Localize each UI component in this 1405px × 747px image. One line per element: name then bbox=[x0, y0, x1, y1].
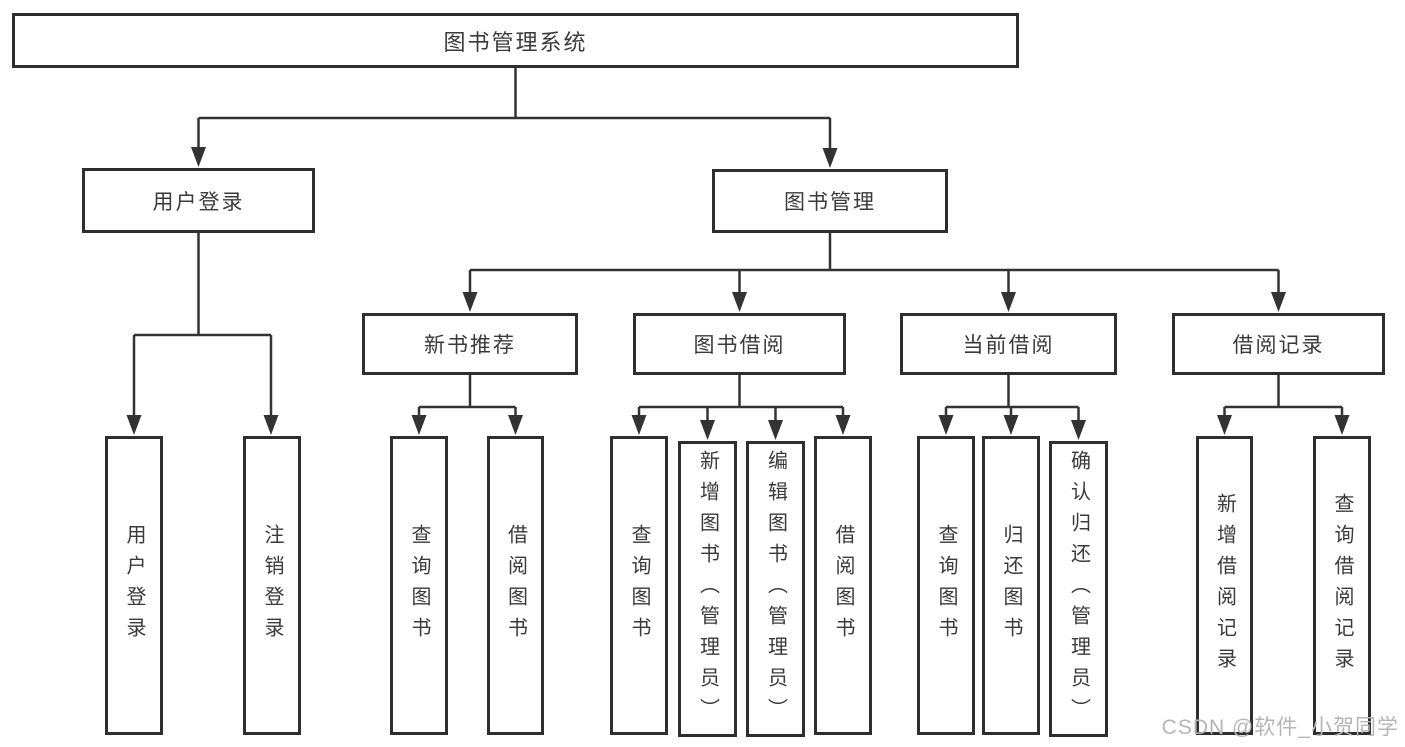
leaf-br-query-record: 查询借阅记录 bbox=[1313, 436, 1371, 735]
node-book-borrowing-label: 图书借阅 bbox=[693, 334, 786, 357]
leaf-bb-edit-books-admin-label: 编辑图书（管理员） bbox=[764, 449, 787, 729]
leaf-cb-return-books-label: 归还图书 bbox=[1000, 523, 1022, 648]
node-new-book-recommend: 新书推荐 bbox=[362, 313, 578, 375]
leaf-cb-query-books-label: 查询图书 bbox=[935, 523, 957, 648]
leaf-bb-borrow-books: 借阅图书 bbox=[814, 436, 872, 735]
leaf-nbr-query-books-label: 查询图书 bbox=[408, 523, 430, 648]
node-root-label: 图书管理系统 bbox=[443, 29, 588, 55]
node-current-borrowing: 当前借阅 bbox=[900, 313, 1117, 375]
connector-borrow-records-to-leaves bbox=[1217, 375, 1350, 435]
node-current-borrowing-label: 当前借阅 bbox=[962, 334, 1055, 357]
leaf-user-login: 用户登录 bbox=[105, 436, 163, 735]
leaf-cb-query-books: 查询图书 bbox=[917, 436, 975, 735]
node-user-login-label: 用户登录 bbox=[152, 190, 245, 214]
arrowhead bbox=[508, 415, 523, 435]
arrowhead bbox=[462, 292, 478, 312]
leaf-cb-confirm-return-admin: 确认归还（管理员） bbox=[1049, 441, 1108, 737]
leaf-bb-edit-books-admin: 编辑图书（管理员） bbox=[746, 441, 805, 737]
arrowhead bbox=[822, 148, 838, 168]
node-book-management-label: 图书管理 bbox=[784, 191, 876, 214]
leaf-nbr-borrow-books: 借阅图书 bbox=[487, 436, 544, 735]
arrowhead bbox=[1003, 415, 1019, 435]
arrowhead bbox=[938, 415, 954, 435]
arrowhead bbox=[1334, 415, 1350, 435]
leaf-br-add-record: 新增借阅记录 bbox=[1196, 436, 1253, 735]
leaf-user-login-label: 用户登录 bbox=[123, 523, 145, 648]
leaf-bb-add-books-admin: 新增图书（管理员） bbox=[678, 441, 737, 737]
arrowhead bbox=[1271, 292, 1286, 312]
node-borrow-records: 借阅记录 bbox=[1172, 313, 1385, 375]
connector-current-borrowing-to-leaves bbox=[938, 375, 1086, 440]
connector-root-to-branches bbox=[191, 68, 838, 168]
arrowhead bbox=[631, 415, 647, 435]
connector-user-login-to-leaves bbox=[126, 233, 279, 435]
node-user-login: 用户登录 bbox=[82, 168, 315, 233]
leaf-br-add-record-label: 新增借阅记录 bbox=[1213, 492, 1236, 679]
node-new-book-recommend-label: 新书推荐 bbox=[424, 334, 516, 357]
leaf-cb-return-books: 归还图书 bbox=[982, 436, 1040, 735]
connector-book-management-to-groups bbox=[462, 233, 1286, 312]
arrowhead bbox=[1001, 292, 1016, 312]
leaf-bb-add-books-admin-label: 新增图书（管理员） bbox=[696, 449, 719, 729]
connector-new-book-recommend-to-leaves bbox=[411, 375, 523, 435]
connector-book-borrowing-to-leaves bbox=[631, 375, 851, 440]
arrowhead bbox=[700, 420, 715, 440]
leaf-bb-borrow-books-label: 借阅图书 bbox=[832, 523, 854, 648]
arrowhead bbox=[835, 415, 851, 435]
leaf-cb-confirm-return-admin-label: 确认归还（管理员） bbox=[1067, 449, 1090, 729]
leaf-br-query-record-label: 查询借阅记录 bbox=[1331, 492, 1353, 679]
leaf-bb-query-books: 查询图书 bbox=[610, 436, 668, 735]
arrowhead bbox=[1071, 420, 1086, 440]
arrowhead bbox=[768, 420, 783, 440]
leaf-logout: 注销登录 bbox=[243, 436, 301, 735]
arrowhead bbox=[191, 147, 206, 167]
node-borrow-records-label: 借阅记录 bbox=[1232, 334, 1325, 357]
arrowhead bbox=[126, 415, 142, 435]
arrowhead bbox=[732, 292, 747, 312]
arrowhead bbox=[263, 415, 279, 435]
leaf-bb-query-books-label: 查询图书 bbox=[628, 523, 650, 648]
node-book-management: 图书管理 bbox=[712, 169, 948, 233]
node-root: 图书管理系统 bbox=[12, 13, 1019, 68]
leaf-nbr-borrow-books-label: 借阅图书 bbox=[504, 523, 527, 648]
csdn-watermark: CSDN @软件_小贺同学 bbox=[1161, 716, 1399, 739]
leaf-logout-label: 注销登录 bbox=[261, 523, 283, 648]
node-book-borrowing: 图书借阅 bbox=[633, 313, 846, 375]
arrowhead bbox=[1217, 415, 1232, 435]
arrowhead bbox=[411, 415, 427, 435]
leaf-nbr-query-books: 查询图书 bbox=[390, 436, 448, 735]
